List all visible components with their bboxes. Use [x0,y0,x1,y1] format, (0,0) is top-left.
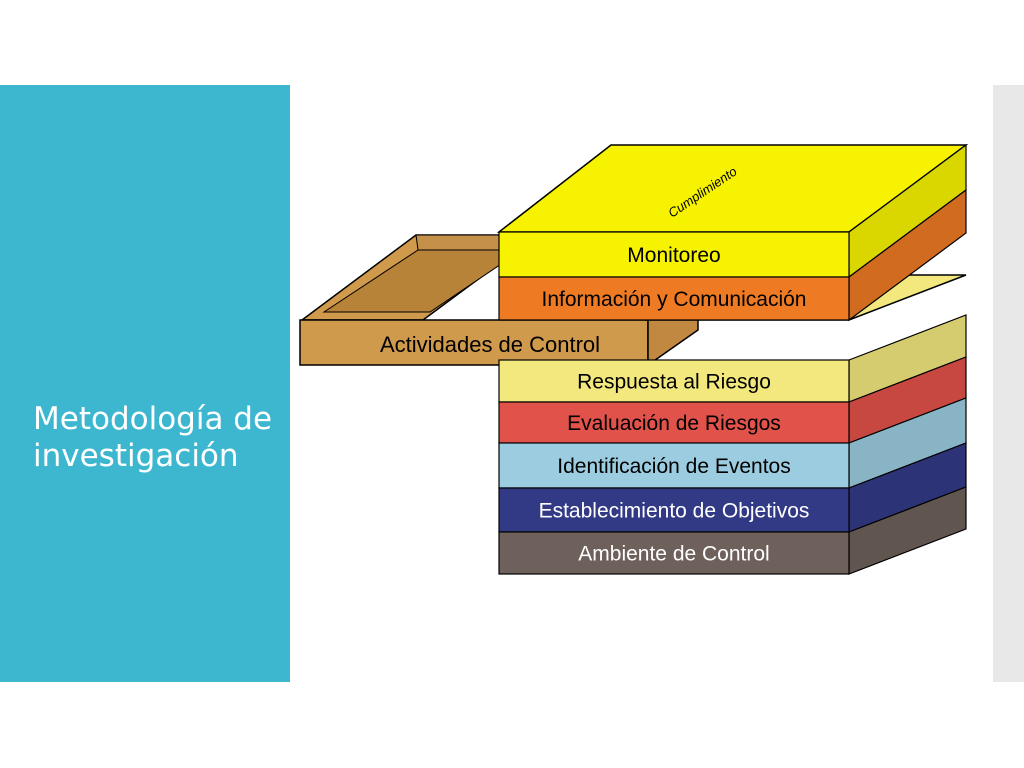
layer-label: Monitoreo [627,244,720,267]
title-panel: Metodología de investigación [0,85,290,682]
layer-label: Información y Comunicación [542,288,807,311]
layer-front-face [498,231,850,278]
layer-label: Respuesta al Riesgo [577,371,771,394]
layer-label: Evaluación de Riesgos [567,412,781,435]
layer-label: Ambiente de Control [578,543,769,566]
layer-front-face [498,442,850,489]
slide-title: Metodología de investigación [33,401,273,474]
right-edge-strip [993,85,1024,682]
layer-label: Identificación de Eventos [557,455,790,478]
layer-front-face [498,359,850,403]
layer-front-face [498,401,850,444]
tray-front-face [299,319,649,366]
layer-front-face [498,276,850,321]
layer-front-face [498,531,850,575]
layer-label: Establecimiento de Objetivos [539,500,810,523]
tray-label: Actividades de Control [380,332,600,357]
